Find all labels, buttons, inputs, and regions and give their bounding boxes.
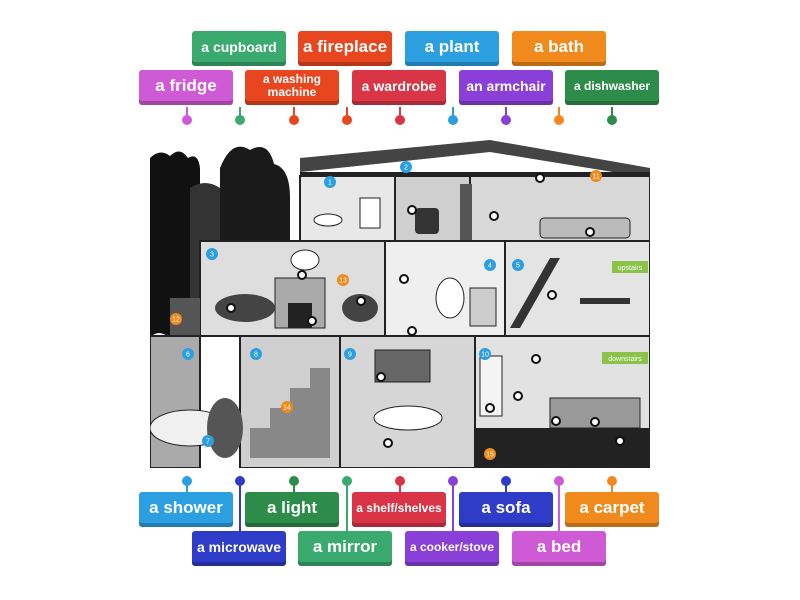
drop-target [407,205,417,215]
pin-dot [395,476,405,486]
pin-dot [501,115,511,125]
pin-dot [182,115,192,125]
pin-dot [235,115,245,125]
label-tile-shelves[interactable]: a shelf/shelves [352,492,446,527]
marker-number: 1 [328,180,332,187]
tree-shape [150,151,200,338]
drop-target [615,436,625,446]
marker-number: 13 [339,278,347,285]
marker-number: 2 [404,165,408,172]
drop-target [489,211,499,221]
study [504,240,650,337]
pin-dot [235,476,245,486]
attic-bathroom [299,175,396,242]
roof [300,140,650,178]
drop-target [551,416,561,426]
label-tile-cupboard[interactable]: a cupboard [192,31,286,66]
marker-number: 5 [516,263,520,270]
drop-target [356,296,366,306]
label-tile-wardrobe[interactable]: a wardrobe [352,70,446,105]
upstairs-tag: upstairs [618,265,643,272]
label-tile-microwave[interactable]: a microwave [192,531,286,566]
label-tile-bed[interactable]: a bed [512,531,606,566]
pin-dot [554,115,564,125]
label-tile-fireplace[interactable]: a fireplace [298,31,392,66]
drop-target [399,274,409,284]
tree-shape [220,146,290,248]
pin-dot [342,476,352,486]
drop-target [590,417,600,427]
marker-number: 4 [488,263,492,270]
drop-target [485,403,495,413]
marker-number: 7 [206,439,210,446]
label-tile-carpet[interactable]: a carpet [565,492,659,527]
pin-dot [395,115,405,125]
label-tile-armchair[interactable]: an armchair [459,70,553,105]
marker-number: 3 [210,252,214,259]
label-tile-shower[interactable]: a shower [139,492,233,527]
drop-target [535,173,545,183]
marker-number: 10 [481,352,489,359]
drop-target [297,270,307,280]
pin-dot [501,476,511,486]
label-tile-mirror[interactable]: a mirror [298,531,392,566]
marker-number: 8 [254,352,258,359]
drop-target [376,372,386,382]
pin-dot [554,476,564,486]
pin-dot [289,476,299,486]
pin-dot [182,476,192,486]
drop-target [407,326,417,336]
label-tile-bath[interactable]: a bath [512,31,606,66]
drop-target [547,290,557,300]
marker-number: 6 [186,352,190,359]
label-tile-plant[interactable]: a plant [405,31,499,66]
marker-number: 9 [348,352,352,359]
pin-dot [342,115,352,125]
label-tile-dishwasher[interactable]: a dishwasher [565,70,659,105]
label-tile-sofa[interactable]: a sofa [459,492,553,527]
downstairs-tag: downstairs [608,356,642,363]
drop-target [513,391,523,401]
marker-number: 11 [592,174,599,181]
label-tile-washing-machine[interactable]: a washing machine [245,70,339,105]
marker-number: 14 [283,405,291,412]
drop-target [531,354,541,364]
drop-target [383,438,393,448]
marker-number: 15 [486,452,494,459]
drop-target [307,316,317,326]
marker-number: 12 [172,317,180,324]
drop-target [226,303,236,313]
pin-dot [448,476,458,486]
pin-dot [448,115,458,125]
label-tile-fridge[interactable]: a fridge [139,70,233,105]
house-illustration: 1 2 3 4 5 6 7 8 9 10 11 12 13 14 15 upst… [150,140,650,468]
label-tile-light[interactable]: a light [245,492,339,527]
pin-dot [607,115,617,125]
pin-dot [607,476,617,486]
label-tile-cooker-stove[interactable]: a cooker/stove [405,531,499,566]
pin-dot [289,115,299,125]
drop-target [585,227,595,237]
